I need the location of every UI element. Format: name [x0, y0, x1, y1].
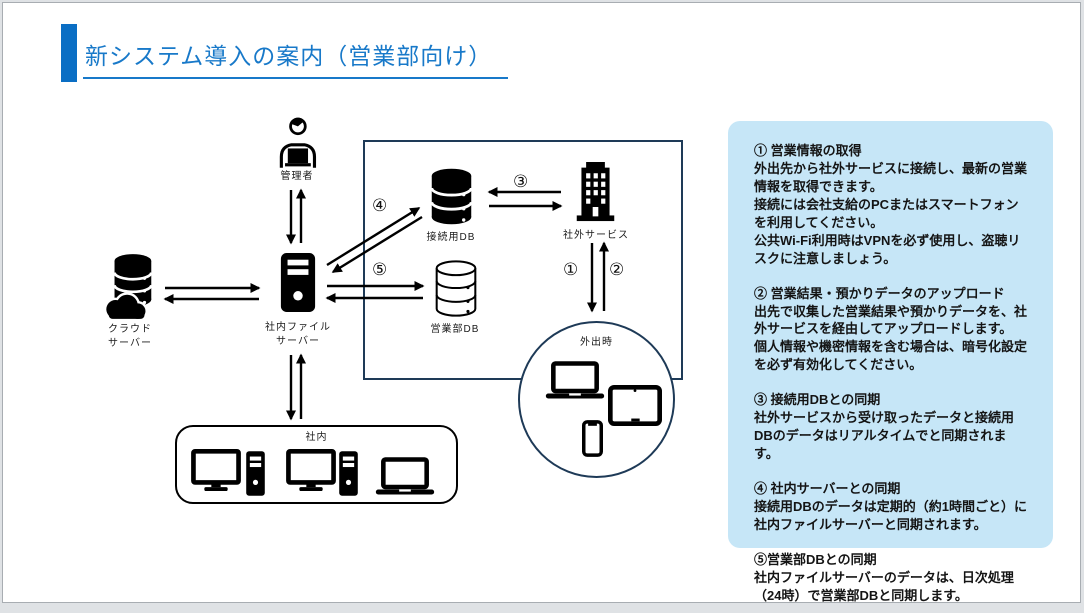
tablet-icon: [608, 385, 662, 426]
cloud-server-label: クラウド サーバー: [108, 324, 152, 349]
step-marker-4: ④: [372, 196, 388, 215]
laptop-icon: [545, 361, 605, 399]
step-marker-2: ②: [609, 260, 625, 279]
sales-db-label: 営業部DB: [430, 324, 480, 335]
desktop-tower-icon: [339, 451, 358, 496]
title-accent-bar: [61, 24, 77, 82]
page-title: 新システム導入の案内（営業部向け）: [83, 37, 509, 79]
desktop-tower-icon: [246, 451, 265, 496]
file-server-label: 社内ファイル サーバー: [265, 322, 331, 347]
laptop-icon: [375, 457, 435, 495]
panel-section-5: ⑤営業部DBとの同期 社内ファイルサーバーのデータは、日次処理（24時）で営業部…: [754, 551, 1029, 605]
file-server-icon: [280, 253, 316, 312]
panel-section-4: ④ 社内サーバーとの同期 接続用DBのデータは定期的（約1時間ごと）に社内ファイ…: [754, 480, 1029, 534]
panel-section-body: 社外サービスから受け取ったデータと接続用DBのデータはリアルタイムでと同期されま…: [754, 410, 1015, 462]
smartphone-icon: [582, 420, 603, 457]
desktop-monitor-icon: [286, 449, 336, 491]
panel-section-body: 社内ファイルサーバーのデータは、日次処理（24時）で営業部DBと同期します。: [754, 569, 1014, 603]
office-zone: 社内: [175, 425, 458, 504]
panel-section-heading: ① 営業情報の取得: [754, 143, 862, 158]
panel-section-2: ② 営業結果・預かりデータのアップロード 出先で収集した営業結果や預かりデータを…: [754, 285, 1029, 375]
sales-db-icon: [435, 260, 477, 317]
desktop-monitor-icon: [191, 449, 241, 491]
admin-person-icon: [279, 117, 317, 168]
admin-label: 管理者: [280, 171, 314, 182]
slide: 新システム導入の案内（営業部向け） 管理者 クラウド サーバー: [2, 2, 1081, 603]
step-marker-3: ③: [513, 172, 529, 191]
panel-section-1: ① 営業情報の取得 外出先から社外サービスに接続し、最新の営業情報を取得できます…: [754, 142, 1029, 268]
panel-section-heading: ③ 接続用DBとの同期: [754, 392, 881, 408]
step-marker-1: ①: [563, 260, 579, 279]
panel-section-heading: ② 営業結果・預かりデータのアップロード: [754, 285, 1005, 301]
panel-section-heading: ④ 社内サーバーとの同期: [754, 481, 901, 496]
panel-section-heading: ⑤営業部DBとの同期: [754, 551, 877, 567]
office-label: 社内: [305, 432, 328, 443]
out-of-office-zone: 外出時: [518, 321, 675, 478]
panel-section-body: 外出先から社外サービスに接続し、最新の営業情報を取得できます。 接続には会社支給…: [754, 160, 1028, 266]
connection-db-icon: [430, 168, 473, 225]
step-marker-5: ⑤: [372, 260, 388, 279]
panel-section-body: 接続用DBのデータは定期的（約1時間ごと）に社内ファイルサーバーと同期されます。: [754, 498, 1028, 532]
external-service-label: 社外サービス: [563, 230, 629, 241]
panel-section-3: ③ 接続用DBとの同期 社外サービスから受け取ったデータと接続用DBのデータはリ…: [754, 391, 1029, 463]
panel-section-body: 出先で収集した営業結果や預かりデータを、社外サービスを経由してアップロードします…: [754, 303, 1028, 373]
external-service-building-icon: [576, 162, 615, 222]
out-of-office-label: 外出時: [580, 337, 613, 348]
connection-db-label: 接続用DB: [426, 232, 476, 243]
info-panel: ① 営業情報の取得 外出先から社外サービスに接続し、最新の営業情報を取得できます…: [728, 121, 1053, 603]
cloud-server-icon: [103, 254, 153, 321]
